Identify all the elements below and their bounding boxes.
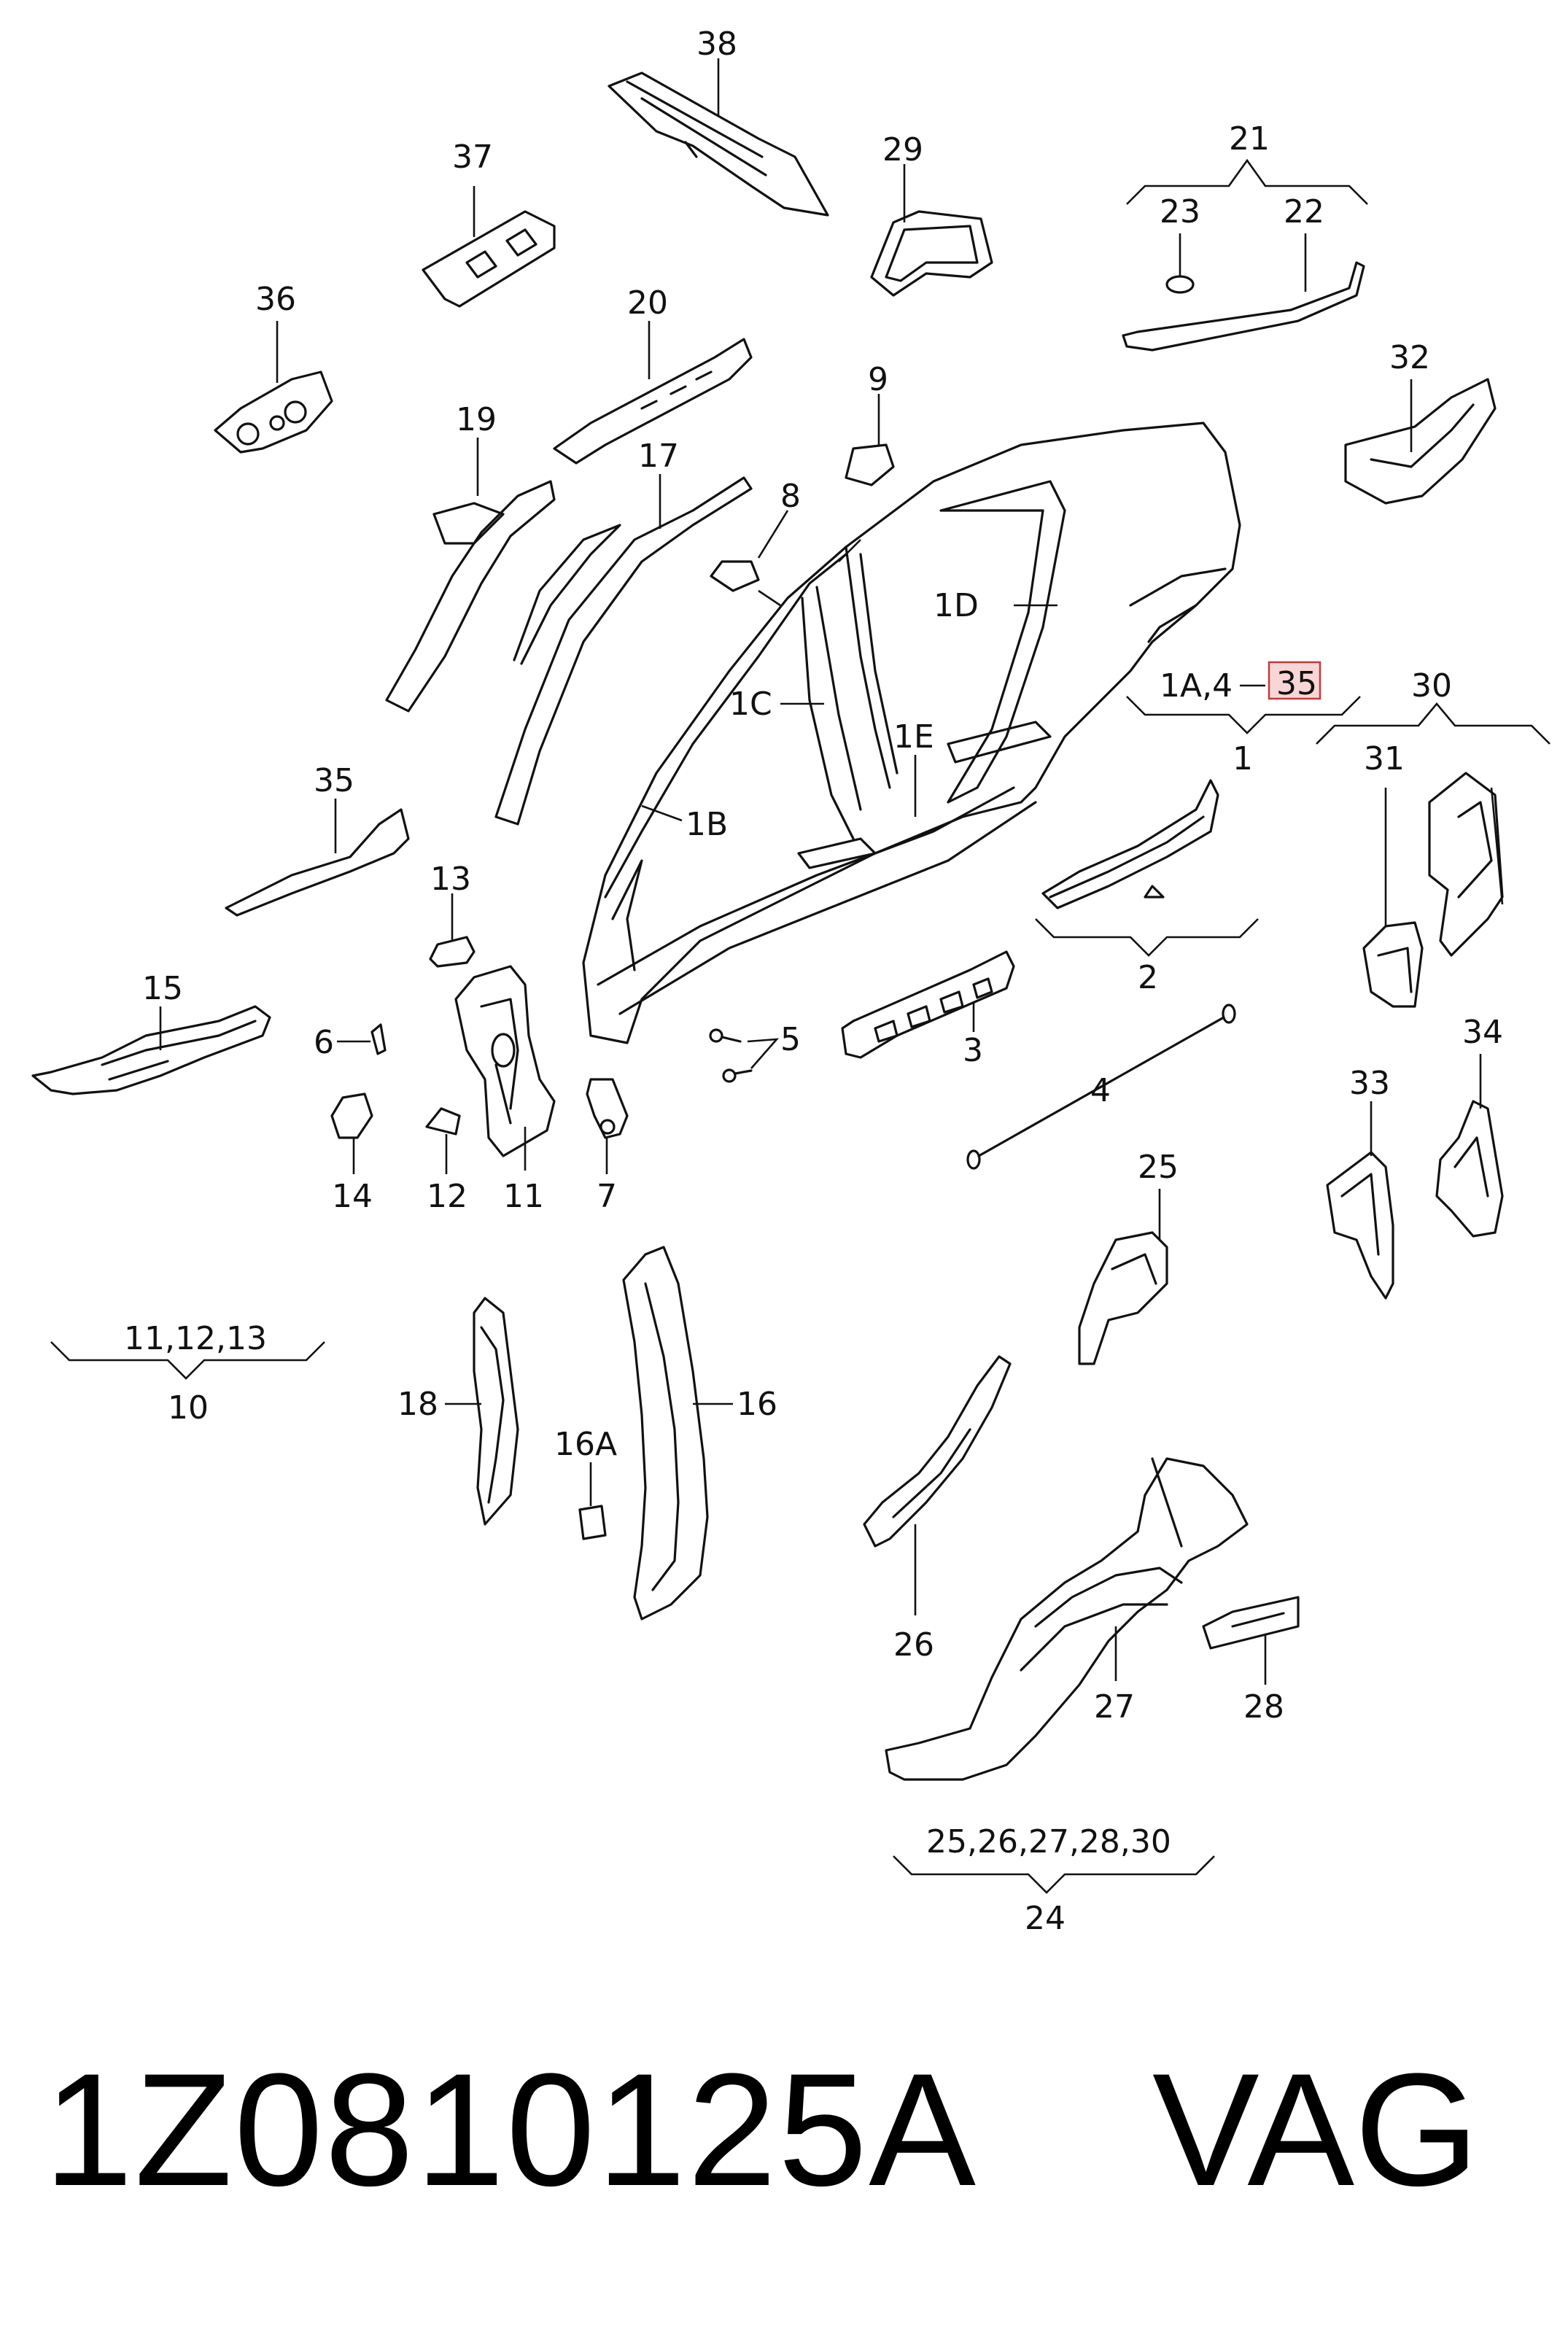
part-31[interactable]: 31 [1362,740,1424,1008]
group-30: 30 [1316,667,1550,745]
part-22[interactable]: 22 [1122,193,1365,352]
label-27: 27 [1094,1688,1135,1726]
label-18: 18 [397,1386,438,1423]
part-33[interactable]: 33 [1326,1065,1394,1300]
label-19: 19 [456,401,497,438]
label-16A: 16A [554,1426,617,1463]
label-1E: 1E [893,718,934,756]
brand-name: VAG [1152,2040,1480,2219]
label-33: 33 [1349,1065,1390,1102]
label-2: 2 [1138,959,1158,996]
label-16: 16 [737,1386,777,1423]
part-29[interactable]: 29 [870,131,993,297]
part-3[interactable]: 3 [841,950,1015,1069]
part-36[interactable]: 36 [214,281,333,454]
label-9: 9 [868,361,888,398]
label-1B: 1B [686,806,728,843]
callout-1D: 1D [934,587,1057,624]
part-30-right[interactable] [1428,772,1504,957]
label-5: 5 [780,1021,801,1058]
label-17: 17 [638,438,679,475]
part-26[interactable]: 26 [863,1355,1012,1664]
label-7: 7 [597,1178,617,1215]
label-12: 12 [427,1178,467,1215]
group-24: 25,26,27,28,30 24 [893,1823,1215,1937]
part-20[interactable]: 20 [553,284,753,465]
part-1-side-panel[interactable] [582,422,1241,1044]
part-38[interactable]: 38 [608,26,829,217]
part-17[interactable]: 17 [494,438,753,826]
label-8: 8 [780,478,801,515]
label-15: 15 [142,970,183,1007]
label-1A4: 1A,4 [1160,667,1233,705]
part-11[interactable]: 11 [454,965,556,1215]
label-3: 3 [963,1032,983,1069]
callout-1E: 1E [893,718,934,817]
part-6[interactable]: 6 [314,1023,387,1061]
group-21: 21 [1126,120,1368,205]
highlight-box-35 [1268,661,1321,700]
part-23[interactable]: 23 [1160,193,1200,294]
part-13[interactable]: 13 [429,861,476,968]
label-35: 35 [314,762,354,799]
label-30: 30 [1411,667,1452,705]
label-34: 34 [1462,1014,1503,1051]
label-20: 20 [627,284,668,322]
label-4: 4 [1090,1072,1111,1109]
part-18[interactable]: 18 [397,1297,519,1526]
part-5[interactable]: 5 [709,1021,801,1083]
label-28: 28 [1243,1688,1284,1726]
part-4[interactable]: 4 [966,1004,1236,1170]
label-11: 11 [503,1178,544,1215]
group-10: 11,12,13 10 [50,1320,325,1427]
label-38: 38 [696,26,737,63]
label-31: 31 [1364,740,1405,777]
part-34[interactable]: 34 [1435,1014,1504,1238]
label-26: 26 [893,1626,934,1664]
callout-1C: 1C [729,686,824,723]
part-19[interactable]: 19 [385,401,556,713]
part-35[interactable]: 35 [225,762,410,917]
group-1: 1A,4 35 1 [1126,661,1361,777]
label-29: 29 [882,131,923,168]
label-6: 6 [314,1024,334,1061]
label-21: 21 [1229,120,1270,158]
part-7[interactable]: 7 [586,1078,629,1215]
label-1: 1 [1233,740,1253,777]
label-23: 23 [1160,193,1200,230]
label-group-10-members: 11,12,13 [124,1320,267,1357]
label-36: 36 [255,281,296,318]
part-9[interactable]: 9 [845,361,895,486]
part-15[interactable]: 15 [31,970,271,1095]
label-14: 14 [332,1178,373,1215]
label-10: 10 [168,1389,209,1427]
part-28[interactable]: 28 [1202,1596,1300,1726]
exploded-parts-diagram: 38 37 36 29 21 23 22 [31,26,1550,1937]
label-group-24-members: 25,26,27,28,30 [926,1823,1171,1860]
label-22: 22 [1284,193,1324,230]
label-25: 25 [1138,1149,1179,1186]
part-32[interactable]: 32 [1344,339,1497,505]
part-8[interactable]: 8 [710,478,801,592]
part-37[interactable]: 37 [422,139,556,308]
label-24: 24 [1025,1900,1066,1937]
label-1D: 1D [934,587,979,624]
part-14[interactable]: 14 [330,1093,373,1215]
part-25[interactable]: 25 [1078,1149,1179,1365]
part-12[interactable]: 12 [425,1107,467,1215]
label-1C: 1C [729,686,772,723]
part-27[interactable]: 27 [885,1457,1249,1781]
callout-1B: 1B [641,804,728,843]
label-37: 37 [452,139,493,176]
part-16A[interactable]: 16A [554,1426,617,1540]
part-number: 1Z0810125A [44,2040,977,2219]
label-35-highlight[interactable]: 35 [1276,665,1317,702]
label-13: 13 [430,861,471,898]
part-16[interactable]: 16 [622,1246,777,1621]
label-32: 32 [1389,339,1430,376]
part-2[interactable]: 2 [1035,779,1259,996]
